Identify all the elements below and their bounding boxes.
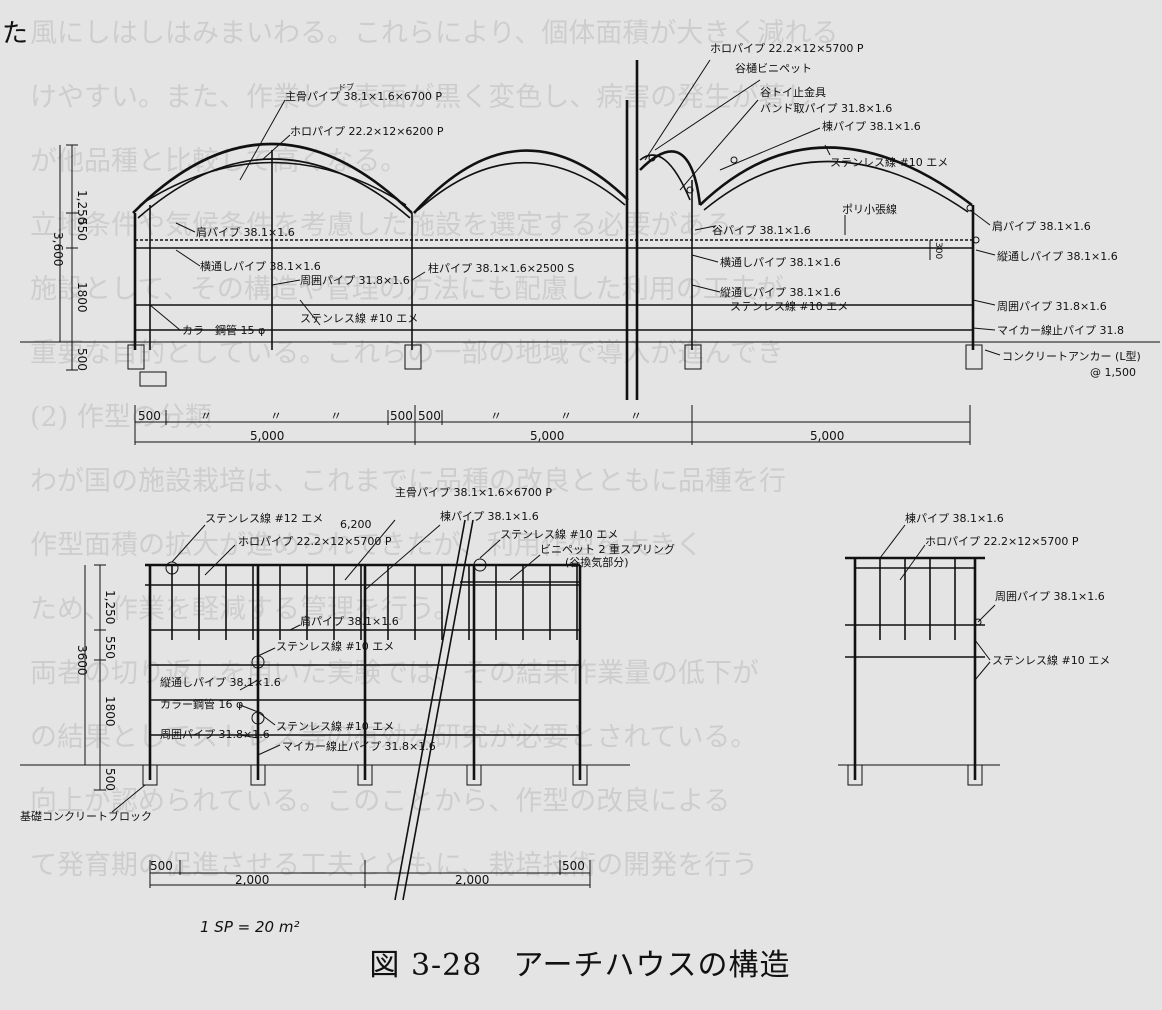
label-dobu: ドブ — [338, 82, 354, 92]
label-concrete-anchor: コンクリートアンカー (L型) — [1002, 349, 1141, 363]
dim-side-end-500b: 500 — [562, 859, 585, 873]
label-color-tube: カラー鋼管 15 φ — [182, 323, 265, 337]
label-side-ridge-pipe: 棟パイプ 38.1×1.6 — [440, 509, 539, 523]
label-tateto-right: 縦通しパイプ 38.1×1.6 — [997, 250, 1118, 263]
label-side-tateto: 縦通しパイプ 38.1×1.6 — [160, 676, 281, 689]
label-ridge-pipe: 棟パイプ 38.1×1.6 — [822, 119, 921, 133]
dim-tick-2: 〃 — [270, 409, 282, 423]
background-text-line: 重要な目的としている。これらの一部の地域で導入が進んでき — [30, 338, 784, 369]
dim-side-end-500a: 500 — [150, 859, 173, 873]
label-stainless-mid: ステンレス線 #10 エメ — [300, 311, 418, 325]
label-end-horo: ホロパイプ 22.2×12×5700 P — [925, 535, 1079, 548]
label-yokotoshi-left: 横通しパイプ 38.1×1.6 — [200, 259, 321, 273]
front-elevation — [20, 59, 1160, 445]
label-tani-pipe: 谷パイプ 38.1×1.6 — [712, 224, 811, 237]
label-side-kata-pipe: 肩パイプ 38.1×1.6 — [300, 614, 399, 628]
label-end-ridge: 棟パイプ 38.1×1.6 — [905, 511, 1004, 525]
label-side-foundation: 基礎コンクリートブロック — [20, 809, 152, 823]
label-side-spring-note: (谷換気部分) — [565, 555, 629, 569]
label-pillar-pipe: 柱パイプ 38.1×1.6×2500 S — [428, 261, 574, 275]
label-horo-pipe: ホロパイプ 22.2×12×6200 P — [290, 125, 444, 138]
dim-top-bay-1: 5,000 — [250, 429, 284, 443]
label-tateto-mid: 縦通しパイプ 38.1×1.6 — [720, 286, 841, 299]
background-text-line: が他品種と比較して高くなる。 — [30, 146, 407, 177]
dim-tick-5: 〃 — [560, 409, 572, 423]
label-stainless-lower: ステンレス線 #10 エメ — [730, 299, 848, 313]
label-side-stainless-10b: ステンレス線 #10 エメ — [276, 639, 394, 653]
background-text-line: 作型面積の拡大が進められてきたが、利用作型を大きく — [30, 530, 703, 561]
handwritten-note: 1 SP = 20 m² — [200, 918, 299, 936]
label-perimeter-right: 周囲パイプ 31.8×1.6 — [997, 300, 1107, 313]
dim-side-1250: 1,250 — [103, 590, 117, 624]
dim-top-total: 3,600 — [51, 232, 65, 266]
label-end-stainless: ステンレス線 #10 エメ — [992, 653, 1110, 667]
label-yokotoshi-mid: 横通しパイプ 38.1×1.6 — [720, 255, 841, 269]
dim-side-total: 3600 — [75, 645, 89, 676]
label-perimeter-mid: 周囲パイプ 31.8×1.6 — [300, 274, 410, 287]
end-elevation — [838, 524, 1000, 786]
background-text-line: (2) 作型の分類 — [30, 402, 212, 433]
dim-tick-4: 〃 — [490, 409, 502, 423]
dim-top-mid-500a: 500 — [390, 409, 413, 423]
background-text-line: わが国の施設栽培は、これまでに品種の改良とともに品種を行 — [30, 466, 786, 497]
dim-side-bay-2: 2,000 — [455, 873, 489, 887]
label-anchor-spacing: @ 1,500 — [1090, 366, 1136, 379]
dim-top-300: 300 — [933, 242, 943, 259]
dim-tick-3: 〃 — [330, 409, 342, 423]
dim-top-bay-3: 5,000 — [810, 429, 844, 443]
background-text-line: けやすい。また、作業して表面が黒く変色し、病害の発生が著し — [30, 82, 812, 113]
label-end-perimeter: 周囲パイプ 38.1×1.6 — [995, 590, 1105, 603]
label-kata-pipe-right: 肩パイプ 38.1×1.6 — [992, 219, 1091, 233]
label-horo-pipe-right: ホロパイプ 22.2×12×5700 P — [710, 42, 864, 55]
label-kata-pipe-left: 肩パイプ 38.1×1.6 — [196, 225, 295, 239]
dim-top-mid-500b: 500 — [418, 409, 441, 423]
page-corner-char: た — [2, 19, 28, 49]
label-side-vinipet: ビニペット 2 重スプリング — [540, 542, 675, 556]
dim-top-bay-2: 5,000 — [530, 429, 564, 443]
figure-caption: 図 3-28 アーチハウスの構造 — [369, 948, 791, 983]
background-text-line: 両者の切り返しを用いた実験では、その結果作業量の低下が — [30, 658, 759, 689]
label-side-perimeter: 周囲パイプ 31.8×1.6 — [160, 728, 270, 741]
label-side-horo-alt: 6,200 — [340, 518, 372, 531]
dim-top-1800: 1800 — [75, 282, 89, 313]
dim-top-end-500: 500 — [138, 409, 161, 423]
background-text-line: 向上が認められている。このことから、作型の改良による — [30, 786, 730, 817]
side-elevation — [20, 519, 630, 901]
background-text-line: 立地条件や気候条件を考慮した施設を選定する必要がある。 — [30, 210, 759, 241]
label-side-main-pipe: 主骨パイプ 38.1×1.6×6700 P — [395, 486, 552, 499]
dim-side-bay-1: 2,000 — [235, 873, 269, 887]
dim-tick-1: 〃 — [200, 409, 212, 423]
label-side-stainless-10a: ステンレス線 #10 エメ — [500, 527, 618, 541]
label-side-stainless-12: ステンレス線 #12 エメ — [205, 511, 323, 525]
background-text-line: て発育期の促進させる工夫とともに、栽培技術の開発を行う — [30, 850, 758, 881]
background-text-line: 風にしはしはみまいわる。これらにより、個体面積が大きく減れる — [30, 18, 838, 49]
dim-side-500: 500 — [103, 768, 117, 791]
dimensions: 1,250 550 1800 500 3,600 300 500 500 500… — [51, 190, 943, 887]
label-side-color-tube: カラー鋼管 16 φ — [160, 697, 243, 711]
label-tanigi-rivet: 谷樋ビニペット — [735, 61, 812, 75]
label-main-pipe: 主骨パイプ 38.1×1.6×6700 P — [285, 90, 442, 103]
dim-tick-6: 〃 — [630, 409, 642, 423]
label-bamboo-wire: ポリ小張線 — [842, 202, 897, 216]
label-mycar-right: マイカー線止パイプ 31.8 — [997, 323, 1124, 337]
dim-top-550: 550 — [75, 218, 89, 241]
label-side-stainless-10c: ステンレス線 #10 エメ — [276, 719, 394, 733]
label-stainless-top: ステンレス線 #10 エメ — [830, 155, 948, 169]
dim-side-550: 550 — [103, 636, 117, 659]
dim-top-500: 500 — [75, 348, 89, 371]
label-tanigi-fitting: 谷トイ止金具 — [760, 85, 826, 99]
labels: 主骨パイプ 38.1×1.6×6700 P ホロパイプ 22.2×12×6200… — [20, 42, 1141, 823]
label-side-mycar: マイカー線止パイプ 31.8×1.6 — [282, 739, 436, 753]
dim-top-1250: 1,250 — [75, 190, 89, 224]
background-text-line: 施設として、その構造や管理の方法にも配慮した利用の工夫が — [30, 274, 784, 305]
label-band-pipe: バンド取パイプ 31.8×1.6 — [760, 102, 892, 115]
label-side-horo-pipe: ホロパイプ 22.2×12×5700 P — [238, 535, 392, 548]
dim-side-1800: 1800 — [103, 696, 117, 727]
